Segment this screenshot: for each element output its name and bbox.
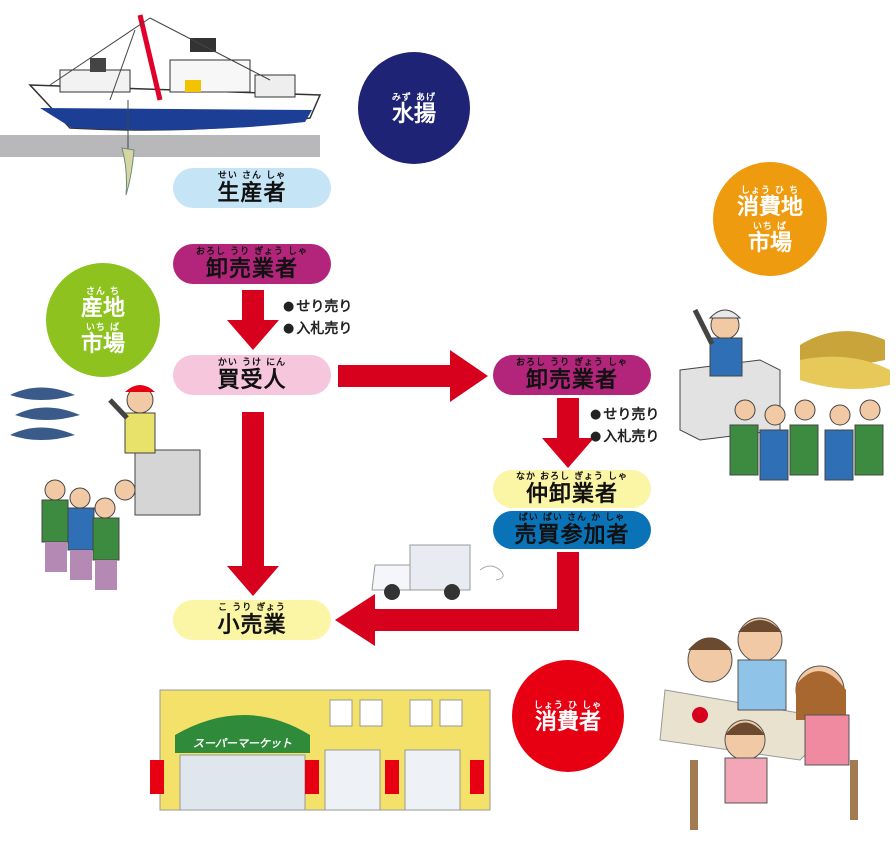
- oroshi-gyosha-box-1: おろし うり ぎょう しゃ 卸売業者: [173, 244, 331, 284]
- shohichi-ruby: しょう ひ ち: [740, 185, 800, 196]
- sanchi-label: 産地: [80, 295, 125, 321]
- oroshi-ruby-2: おろし うり ぎょう しゃ: [516, 357, 628, 368]
- nakaoroshi-label: 仲卸業者: [525, 481, 618, 507]
- sale-method-note-right: せり売り 入札売り: [590, 404, 659, 449]
- nakaoroshi-ruby: なか おろし ぎょう しゃ: [516, 471, 628, 482]
- kaiukenin-label: 買受人: [217, 367, 287, 393]
- auction-crowd-right-illustration: [679, 308, 890, 481]
- kourigyo-label: 小売業: [217, 612, 287, 638]
- kourigyo-box: こ うり ぎょう 小売業: [173, 600, 331, 640]
- shohichi-label: 消費地: [736, 194, 803, 220]
- kaiukenin-box: かい うけ にん 買受人: [173, 355, 331, 395]
- kaiukenin-ruby: かい うけ にん: [217, 357, 287, 368]
- baibai-label: 売買参加者: [514, 522, 630, 548]
- shijo-label: 市場: [80, 332, 125, 357]
- mizuage-label: 水揚: [391, 101, 436, 127]
- arrow-baibai-to-kouri: [335, 552, 579, 646]
- fishing-boat-illustration: [0, 14, 322, 196]
- supermarket-illustration: [150, 689, 491, 811]
- seisansha-ruby: せい さん しゃ: [217, 170, 287, 181]
- shohichi-shijo-circle: しょう ひ ち 消費地 いち ば 市場: [713, 162, 827, 276]
- sanchi-shijo-circle: さん ち 産地 いち ば 市場: [46, 263, 160, 377]
- baibai-ruby: ばい ばい さん か しゃ: [518, 512, 626, 523]
- arrow-oroshi-to-kaiukenin: [227, 290, 279, 350]
- oroshi-label-2: 卸売業者: [525, 367, 618, 393]
- sale-method-note-left: せり売り 入札売り: [283, 296, 352, 341]
- mizuage-ruby: みず あげ: [391, 92, 437, 103]
- family-dining-illustration: [659, 617, 858, 830]
- sanchi-ruby: さん ち: [85, 286, 121, 297]
- tender-sale-text-2: 入札売り: [590, 426, 659, 448]
- shohisha-circle: しょう ひ しゃ 消費者: [512, 660, 624, 772]
- tender-sale-text: 入札売り: [283, 318, 352, 340]
- auction-crowd-left-illustration: [41, 385, 201, 590]
- baibai-sankasha-box: ばい ばい さん か しゃ 売買参加者: [493, 511, 651, 549]
- arrow-oroshi-to-nakaoroshi: [542, 398, 594, 468]
- shijo-ruby-2: いち ば: [752, 222, 788, 232]
- arrow-kaiukenin-to-oroshi: [338, 350, 488, 402]
- kourigyo-ruby: こ うり ぎょう: [218, 602, 286, 613]
- shohisha-label: 消費者: [534, 709, 601, 735]
- shijo-label-2: 市場: [747, 231, 792, 256]
- fish-illustration: [10, 387, 80, 440]
- oroshi-gyosha-box-2: おろし うり ぎょう しゃ 卸売業者: [493, 355, 651, 395]
- auction-sale-text: せり売り: [283, 296, 352, 318]
- nakaoroshi-gyosha-box: なか おろし ぎょう しゃ 仲卸業者: [493, 470, 651, 508]
- delivery-truck-illustration: [371, 544, 504, 600]
- shohisha-ruby: しょう ひ しゃ: [533, 700, 603, 711]
- shijo-ruby: いち ば: [85, 323, 121, 333]
- seisansha-label: 生産者: [217, 180, 287, 206]
- arrow-kaiukenin-to-kouri: [227, 412, 279, 596]
- oroshi-label-1: 卸売業者: [205, 256, 298, 282]
- oroshi-ruby-1: おろし うり ぎょう しゃ: [196, 246, 308, 257]
- mizuage-circle: みず あげ 水揚: [358, 52, 470, 164]
- auction-sale-text-2: せり売り: [590, 404, 659, 426]
- supermarket-sign: スーパーマーケット: [193, 737, 292, 750]
- seisansha-box: せい さん しゃ 生産者: [173, 168, 331, 208]
